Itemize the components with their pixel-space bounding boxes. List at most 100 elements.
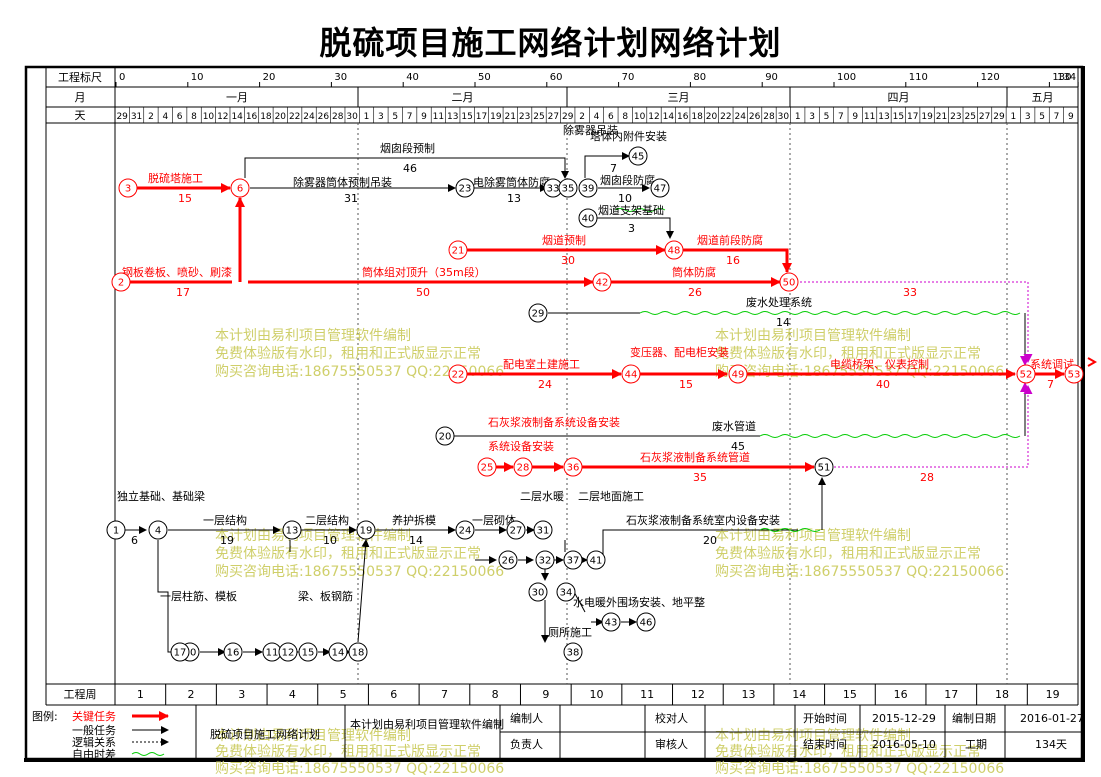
- task-label: 烟道前段防腐: [697, 233, 763, 247]
- day-cell: 12: [648, 112, 659, 122]
- day-cell: 30: [346, 112, 358, 122]
- node-number: 13: [286, 526, 299, 537]
- task-duration: 19: [220, 534, 234, 547]
- week-cell: 8: [492, 688, 499, 701]
- task-label: 一层柱筋、模板: [160, 589, 237, 603]
- event-node: 39: [578, 178, 598, 198]
- task-label: 除雾器吊装: [563, 123, 618, 137]
- task-duration: 40: [876, 378, 890, 391]
- day-cell: 13: [878, 112, 889, 122]
- day-cell: 28: [763, 112, 775, 122]
- task-label: 除雾器筒体预制吊装: [293, 175, 392, 189]
- node-number: 26: [502, 556, 515, 567]
- day-cell: 30: [778, 112, 790, 122]
- node-number: 47: [654, 184, 667, 195]
- day-cell: 9: [1068, 112, 1074, 122]
- watermark-line2: 免费体验版有水印，租用和正式版显示正常: [215, 744, 481, 760]
- end-value: 2016-05-10: [872, 738, 936, 751]
- event-node: 24: [455, 520, 475, 540]
- node-number: 51: [818, 463, 831, 474]
- node-number: 20: [439, 432, 452, 443]
- day-cell: 3: [809, 112, 815, 122]
- node-number: 30: [532, 588, 545, 599]
- event-node: 22: [448, 364, 468, 384]
- legend-logic-label: 逻辑关系: [72, 735, 116, 749]
- day-cell: 24: [303, 112, 315, 122]
- event-node: 18: [348, 642, 368, 662]
- event-node: 33: [543, 178, 563, 198]
- task-duration: 50: [416, 286, 430, 299]
- day-cell: 6: [177, 112, 183, 122]
- day-cell: 16: [246, 112, 258, 122]
- node-number: 33: [547, 184, 560, 195]
- week-cell: 7: [441, 688, 448, 701]
- start-value: 2015-12-29: [872, 712, 936, 725]
- node-number: 52: [1020, 370, 1033, 381]
- task-label: 塔体内附件安装: [590, 129, 667, 143]
- scale-tick: 40: [406, 72, 419, 83]
- week-cell: 6: [390, 688, 397, 701]
- scale-tick: 134: [1057, 72, 1076, 83]
- task-label: 独立基础、基础梁: [117, 489, 205, 503]
- day-cell: 14: [663, 112, 675, 122]
- task-duration: 24: [538, 378, 552, 391]
- day-cell: 12: [217, 112, 228, 122]
- day-cell: 23: [519, 112, 530, 122]
- watermark-line3: 购买咨询电话:18675550537 QQ:22150066: [215, 761, 504, 777]
- day-cell: 28: [332, 112, 344, 122]
- watermark-line2: 免费体验版有水印，租用和正式版显示正常: [215, 346, 481, 362]
- normal-labels: 烟囱段预制 46 除雾器筒体预制吊装 31 电除雾筒体防腐 13 塔体内附件安装…: [117, 123, 812, 639]
- event-node: 38: [563, 642, 583, 662]
- node-number: 22: [452, 370, 465, 381]
- day-cell: 21: [505, 112, 516, 122]
- legend-float-line: [131, 752, 165, 756]
- node-number: 40: [582, 214, 595, 225]
- month-cell: 二月: [452, 91, 474, 104]
- owner-label: 负责人: [510, 737, 543, 751]
- software-note: 本计划由易利项目管理软件编制: [350, 717, 504, 731]
- day-cell: 7: [838, 112, 844, 122]
- node-number: 43: [605, 618, 618, 629]
- node-number: 41: [590, 556, 603, 567]
- day-cell: 4: [594, 112, 600, 122]
- task-label: 电除雾筒体防腐: [473, 175, 550, 189]
- event-node: 29: [528, 303, 548, 323]
- node-number: 42: [596, 278, 609, 289]
- day-cell: 3: [1025, 112, 1031, 122]
- date-value: 2016-01-27: [1020, 712, 1084, 725]
- scale-tick: 120: [981, 72, 1000, 83]
- event-node: 4: [148, 520, 168, 540]
- day-cell: 3: [378, 112, 384, 122]
- day-cell: 22: [289, 112, 300, 122]
- day-cell: 1: [364, 112, 370, 122]
- task-label: 筒体防腐: [672, 265, 716, 279]
- event-node: 27: [506, 520, 526, 540]
- task-label: 一层结构: [203, 513, 247, 527]
- task-duration: 46: [403, 162, 417, 175]
- watermark-line1: 本计划由易利项目管理软件编制: [215, 728, 411, 744]
- task-label: 梁、板钢筋: [298, 589, 353, 603]
- event-node: 31: [533, 520, 553, 540]
- scale-tick: 30: [334, 72, 347, 83]
- task-label: 水电暖外围场安装、地平整: [573, 595, 705, 609]
- task-duration: 26: [688, 286, 702, 299]
- event-node: 41: [586, 550, 606, 570]
- event-node: 21: [448, 240, 468, 260]
- event-node: 46: [636, 612, 656, 632]
- critical-labels: 脱硫塔施工 15 钢板卷板、喷砂、刷漆 17 筒体组对顶升（35m段） 50 筒…: [122, 171, 1074, 484]
- event-node: 11: [262, 642, 282, 662]
- task-label: 电缆桥架、仪表控制: [830, 357, 929, 371]
- day-cell: 25: [964, 112, 975, 122]
- day-cell: 16: [677, 112, 689, 122]
- plan-name: 脱硫项目施工网络计划: [210, 727, 320, 741]
- event-node: 36: [563, 457, 583, 477]
- task-duration: 14: [776, 316, 790, 329]
- event-node: 40: [578, 208, 598, 228]
- event-node: 16: [223, 642, 243, 662]
- timescale-header: [45, 67, 1079, 706]
- day-cell: 15: [461, 112, 472, 122]
- task-label: 二层地面施工: [578, 490, 644, 503]
